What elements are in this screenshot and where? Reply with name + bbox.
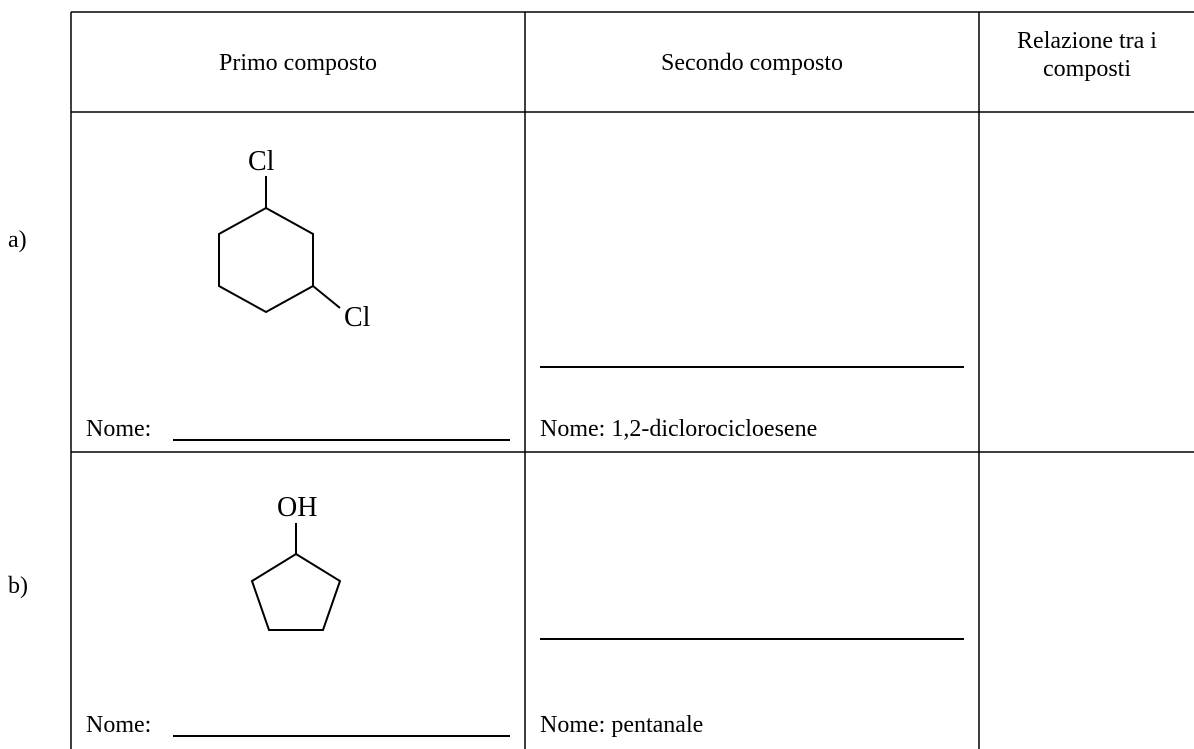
row-b-second-name: Nome: pentanale	[540, 712, 704, 738]
header-relazione: Relazione tra i composti	[1017, 28, 1157, 82]
row-b-second-answer-blank	[540, 638, 964, 640]
row-a-name-label: Nome:	[86, 416, 152, 442]
row-a-second-name: Nome: 1,2-diclorocicloesene	[540, 416, 818, 442]
cyclopentanol-structure: OH	[250, 492, 342, 631]
row-a-name-blank	[173, 439, 510, 441]
bond-cl-right	[312, 285, 341, 309]
cl-top-label: Cl	[248, 146, 275, 177]
cyclopentane-ring	[250, 552, 342, 631]
cl-right-label: Cl	[344, 302, 371, 333]
row-b-name-label: Nome:	[86, 712, 152, 738]
header-primo-composto: Primo composto	[218, 50, 377, 76]
row-label-a: a)	[8, 227, 27, 253]
dichlorocyclohexane-structure: Cl Cl	[218, 146, 371, 333]
header-secondo-composto: Secondo composto	[661, 50, 843, 76]
row-a-second-answer-blank	[540, 366, 964, 368]
cyclohexane-ring	[218, 206, 314, 314]
row-label-b: b)	[8, 573, 28, 599]
row-b-name-blank	[173, 735, 510, 737]
oh-label: OH	[277, 492, 317, 523]
